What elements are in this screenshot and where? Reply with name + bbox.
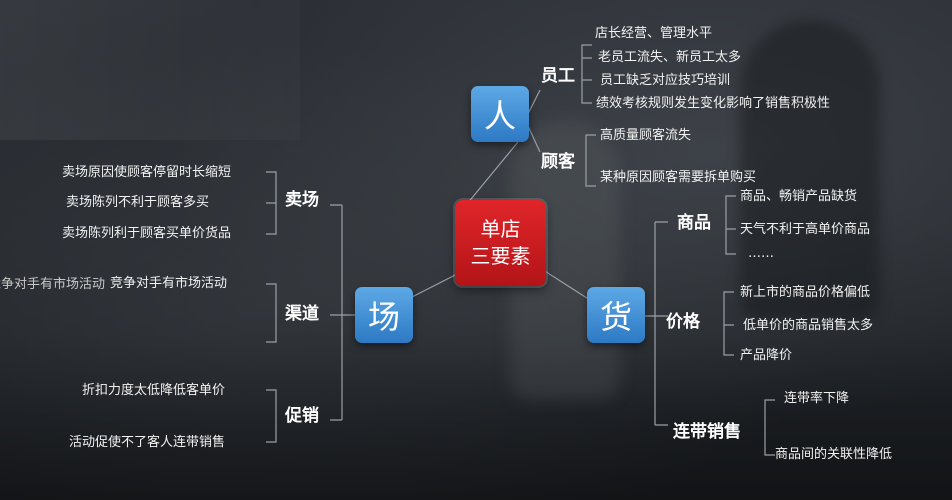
leaf-product-2: 天气不利于高单价商品 [740, 222, 871, 237]
leaf-channel-1: 竞争对手有市场活动 [0, 277, 106, 292]
bracket-channel [266, 283, 277, 343]
category-store[interactable]: 卖场 [285, 190, 319, 210]
leaf-store-3: 卖场陈列利于顾客买单价货品 [62, 226, 232, 241]
center-node[interactable]: 单店 三要素 [455, 200, 546, 286]
people-node[interactable]: 人 [471, 86, 529, 142]
leaf-cross-1: 连带率下降 [784, 391, 850, 406]
link-goods-categories [644, 221, 668, 426]
leaf-customer-2: 某种原因顾客需要拆单购买 [600, 170, 757, 185]
leaf-store-2: 卖场陈列不利于顾客多买 [66, 195, 210, 210]
category-channel[interactable]: 渠道 [285, 304, 319, 324]
leaf-price-2: 低单价的商品销售太多 [743, 318, 874, 333]
link-people-staff [527, 89, 541, 115]
category-product[interactable]: 商品 [677, 213, 711, 233]
link-people-customer [527, 125, 541, 153]
leaf-price-3: 产品降价 [740, 348, 793, 363]
leaf-price-1: 新上市的商品价格偏低 [740, 285, 871, 300]
bracket-promo [266, 389, 277, 443]
link-center-goods [539, 267, 591, 301]
center-node-line1: 单店 [480, 217, 521, 241]
leaf-staff-3: 员工缺乏对应技巧培训 [600, 73, 731, 88]
leaf-store-1: 卖场原因使顾客停留时长缩短 [62, 165, 232, 180]
category-promo[interactable]: 促销 [285, 406, 319, 426]
category-customer[interactable]: 顾客 [541, 152, 575, 172]
bracket-customer [585, 134, 596, 187]
leaf-promo-1: 折扣力度太低降低客单价 [82, 383, 226, 398]
leaf-channel-2: 竞争对手有市场活动 [110, 276, 228, 291]
bracket-staff [581, 44, 592, 104]
category-cross-sell[interactable]: 连带销售 [673, 422, 741, 442]
leaf-product-3: …… [748, 246, 774, 261]
leaf-customer-1: 高质量顾客流失 [600, 128, 692, 143]
bracket-cross [764, 399, 775, 456]
leaf-promo-2: 活动促使不了客人连带销售 [69, 435, 226, 450]
goods-node[interactable]: 货 [587, 287, 645, 343]
link-venue-categories [330, 204, 355, 421]
leaf-staff-1: 店长经营、管理水平 [595, 26, 713, 41]
background-table [0, 330, 952, 500]
category-staff[interactable]: 员工 [541, 66, 575, 86]
center-node-line2: 三要素 [470, 244, 531, 268]
background-window-left [0, 0, 300, 140]
bracket-product [725, 195, 736, 255]
leaf-staff-2: 老员工流失、新员工太多 [598, 50, 742, 65]
venue-node[interactable]: 场 [355, 287, 413, 343]
leaf-staff-4: 绩效考核规则发生变化影响了销售积极性 [596, 96, 831, 111]
link-center-people [461, 141, 519, 211]
bracket-price [723, 291, 734, 356]
leaf-cross-2: 商品间的关联性降低 [775, 447, 893, 462]
leaf-product-1: 商品、畅销产品缺货 [740, 189, 858, 204]
category-price[interactable]: 价格 [666, 312, 700, 332]
bracket-store [266, 171, 277, 235]
background-person-right [740, 20, 880, 320]
